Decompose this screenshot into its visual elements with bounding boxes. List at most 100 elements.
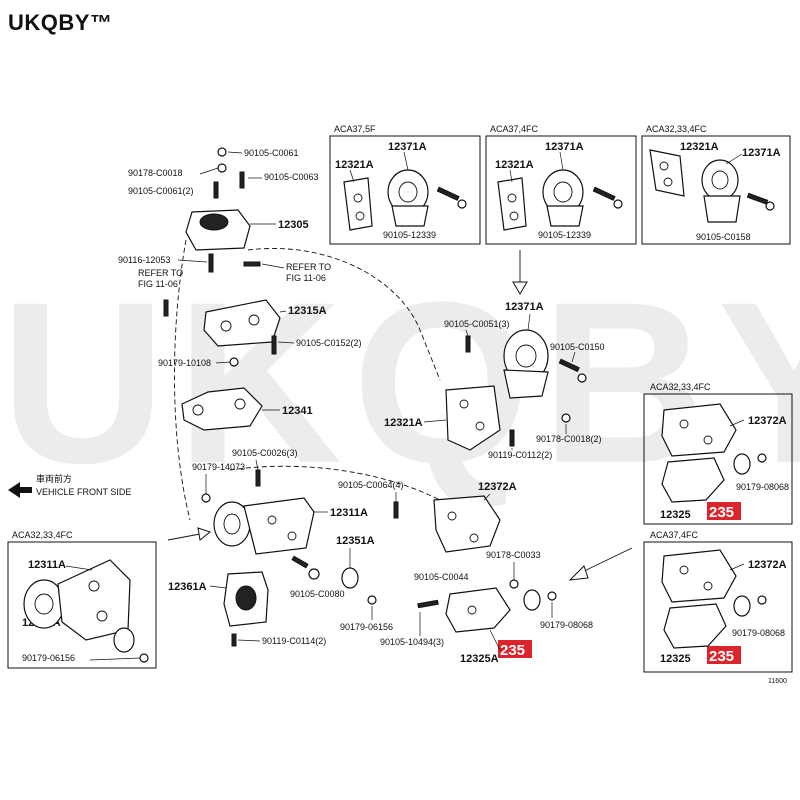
label-90105-c0026: 90105-C0026(3) <box>232 448 298 458</box>
refer-right-line2: FIG 11-06 <box>286 273 326 283</box>
label-90119-c0112: 90119-C0112(2) <box>488 450 552 460</box>
refer-left-line2: FIG 11-06 <box>138 279 178 289</box>
highlight-235-right-1 <box>707 502 741 520</box>
label-12311a: 12311A <box>330 507 368 519</box>
inset-left-part-a: 12311A <box>28 559 66 571</box>
inset-top-3-bracket <box>649 149 685 197</box>
label-90178-c0018-2: 90178-C0018(2) <box>536 434 602 444</box>
bracket-12315a <box>203 299 281 347</box>
inset-top-1-frame <box>329 135 481 245</box>
label-90179-08068: 90179-08068 <box>540 620 593 630</box>
label-90105-c0064: 90105-C0064(4) <box>338 480 404 490</box>
brand-logo-text: UKQBY™ <box>8 10 113 35</box>
inset-right-1-frame <box>643 393 793 525</box>
inset-right-1-part-b: 90179-08068 <box>736 482 789 492</box>
torque-rod-group: 90105-C0064(4) 12372A 90178-C0033 90105-… <box>338 480 593 665</box>
label-90105-c0152: 90105-C0152(2) <box>296 338 362 348</box>
bolt-icon <box>163 299 169 317</box>
label-12371a: 12371A <box>505 301 544 313</box>
highlight-235-right-2 <box>707 646 741 664</box>
bushing-12325a <box>523 589 541 611</box>
upper-engine-mount-group: 90105-C0061 90178-C0018 90105-C0063 9010… <box>118 147 362 431</box>
bracket-12325a <box>445 587 511 633</box>
inset-top-1-title: ACA37,5F <box>334 124 376 134</box>
inset-right-1: ACA32,33,4FC 12372A 90179-08068 12325 23… <box>643 382 793 525</box>
label-12372a: 12372A <box>478 481 517 493</box>
inset-top-1-part-a: 12321A <box>335 159 374 171</box>
label-90105-c0061-2: 90105-C0061(2) <box>128 186 194 196</box>
label-90179-14073: 90179-14073 <box>192 462 245 472</box>
inset-right-2-part-b: 90179-08068 <box>732 628 785 638</box>
inset-top-1: ACA37,5F 12321A 12371A 90105-12339 <box>329 124 481 245</box>
inset-top-3: ACA32,33,4FC 12321A 12371A 90105-C0158 <box>641 124 791 245</box>
inset-left: ACA32,33,4FC 12311A 12351A 90179-06156 <box>7 530 157 669</box>
inset-top-2: ACA37,4FC 12321A 12371A 90105-12339 <box>485 124 637 245</box>
label-90105-c0044: 90105-C0044 <box>414 572 469 582</box>
label-90179-06156: 90179-06156 <box>340 622 393 632</box>
highlight-235-right-2-text: 235 <box>709 648 734 665</box>
refer-right-line1: REFER TO <box>286 262 331 272</box>
inset-left-frame <box>7 541 157 669</box>
label-90116-12053: 90116-12053 <box>118 255 170 265</box>
inset-right-2-title: ACA37,4FC <box>650 530 699 540</box>
inset-top-1-part-b: 12371A <box>388 141 427 153</box>
inset-top-3-bolt: 90105-C0158 <box>696 232 751 242</box>
label-90119-c0114: 90119-C0114(2) <box>262 636 326 646</box>
inset-top-1-bolt: 90105-12339 <box>383 230 436 240</box>
inset-left-part-c: 90179-06156 <box>22 653 75 663</box>
label-90105-c0150: 90105-C0150 <box>550 342 605 352</box>
inset-top-2-title: ACA37,4FC <box>490 124 539 134</box>
inset-right-2-part-c: 12325 <box>660 653 691 665</box>
inset-top-2-part-b: 12371A <box>545 141 584 153</box>
label-90105-c0063: 90105-C0063 <box>264 172 319 182</box>
label-90179-10108: 90179-10108 <box>158 358 211 368</box>
bracket-12341 <box>181 387 263 431</box>
inset-top-3-title: ACA32,33,4FC <box>646 124 707 134</box>
inset-right-1-part-c: 12325 <box>660 509 691 521</box>
front-side-en: VEHICLE FRONT SIDE <box>36 487 131 497</box>
label-90178-c0033: 90178-C0033 <box>486 550 541 560</box>
nut-icon <box>217 147 227 157</box>
bracket-12321a <box>445 385 501 451</box>
inset-left-bracket <box>57 559 131 641</box>
inset-right-2-frame <box>643 541 793 673</box>
label-12321a: 12321A <box>384 417 423 429</box>
refer-left-line1: REFER TO <box>138 268 183 278</box>
inset-top-1-bracket <box>343 177 373 231</box>
label-90105-c0051: 90105-C0051(3) <box>444 319 510 329</box>
label-90105-10494: 90105-10494(3) <box>380 637 444 647</box>
inset-top-3-part-b: 12371A <box>742 147 781 159</box>
front-arrow-icon <box>8 482 32 498</box>
inset-top-2-bracket <box>497 177 527 231</box>
dashed-guide-right <box>247 248 441 381</box>
label-90178-c0018: 90178-C0018 <box>128 168 183 178</box>
label-12361a: 12361A <box>168 581 207 593</box>
label-12325a: 12325A <box>460 653 499 665</box>
inset-top-3-mount <box>701 159 739 201</box>
bushing-12351a <box>341 567 359 589</box>
rear-mount-group: 90105-C0026(3) 90179-14073 12311A 12351A… <box>168 448 393 647</box>
bracket-12372a <box>433 495 501 553</box>
inset-right-2-part-a: 12372A <box>748 559 787 571</box>
label-12315a: 12315A <box>288 305 327 317</box>
label-12351a: 12351A <box>336 535 375 547</box>
inset-top-2-part-a: 12321A <box>495 159 534 171</box>
label-90105-c0080: 90105-C0080 <box>290 589 345 599</box>
inset-top-3-part-a: 12321A <box>680 141 719 153</box>
vehicle-front-indicator: 車両前方 VEHICLE FRONT SIDE <box>8 473 131 498</box>
label-12305: 12305 <box>278 219 309 231</box>
right-mount-group: 12371A 90105-C0051(3) 90105-C0150 12321A… <box>384 301 605 460</box>
inset-right-1-title: ACA32,33,4FC <box>650 382 711 392</box>
label-12341: 12341 <box>282 405 313 417</box>
highlight-235-right-1-text: 235 <box>709 504 734 521</box>
dashed-guide-left <box>174 239 191 521</box>
inset-top-2-frame <box>485 135 637 245</box>
figure-number: 11600 <box>768 678 787 685</box>
inset-right-2: ACA37,4FC 12372A 90179-08068 12325 235 <box>643 530 793 673</box>
inset-left-title: ACA32,33,4FC <box>12 530 73 540</box>
highlight-235-center-text: 235 <box>500 642 525 659</box>
highlight-235-center <box>498 640 532 658</box>
front-side-cn: 車両前方 <box>36 473 72 484</box>
inset-right-1-part-a: 12372A <box>748 415 787 427</box>
